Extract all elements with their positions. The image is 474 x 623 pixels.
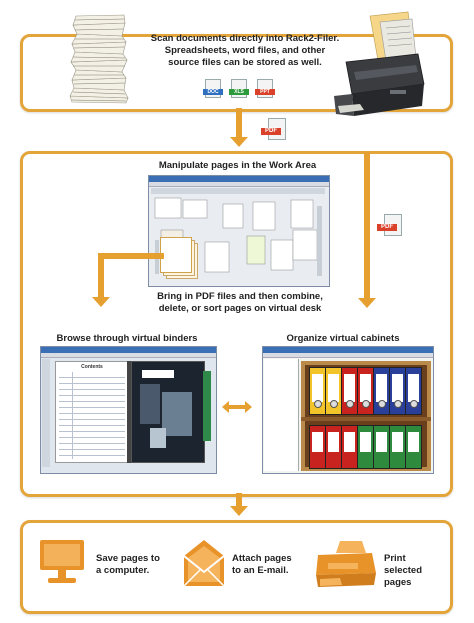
binder-6 (389, 367, 406, 415)
attach-pages-text: Attach pages to an E-mail. (232, 553, 312, 577)
arrow-pdf-to-cabinets (364, 152, 370, 299)
binder-11 (357, 425, 374, 469)
arrow-scan-to-workarea (236, 108, 242, 138)
scan-text-line-1: Scan documents directly into Rack2-Filer… (150, 33, 340, 44)
cabinet-menubar (263, 353, 433, 358)
binder-screenshot: Contents (40, 346, 217, 474)
binder-3 (341, 367, 358, 415)
selected-page-stack (160, 237, 198, 279)
save-pages-line-2: a computer. (96, 565, 150, 576)
cabinet-titlebar (263, 347, 433, 353)
printer-icon (314, 539, 378, 589)
save-pages-text: Save pages to a computer. (96, 553, 186, 577)
arrow-workarea-to-output-head (230, 506, 248, 516)
cabinet-screenshot (262, 346, 434, 474)
binders-title: Browse through virtual binders (56, 333, 198, 344)
workarea-titlebar (149, 176, 329, 182)
binder-titlebar (41, 347, 216, 353)
ppt-file-icon: PPT (255, 79, 275, 98)
binder-contents-label: Contents (81, 364, 103, 370)
binder-9 (325, 425, 342, 469)
pdf-tag-between: PDF (261, 128, 281, 135)
pdf-tag-right: PDF (377, 224, 397, 231)
binder-tabs (203, 371, 211, 441)
doc-file-tag: DOC (203, 89, 223, 95)
combine-text-line-1: Bring in PDF files and then combine, (157, 291, 323, 302)
binder-7 (405, 367, 422, 415)
binder-2 (325, 367, 342, 415)
cabinet-tree-pane (264, 359, 299, 471)
double-arrow (222, 400, 252, 413)
binder-13 (389, 425, 406, 469)
arrow-workarea-to-binders-v (98, 253, 104, 298)
arrow-workarea-to-output (236, 493, 242, 508)
computer-icon (40, 540, 84, 586)
email-envelope-icon (182, 538, 226, 588)
binder-5 (373, 367, 390, 415)
scan-description: Scan documents directly into Rack2-Filer… (150, 33, 340, 69)
cabinets-title: Organize virtual cabinets (286, 333, 400, 344)
binder-14 (405, 425, 422, 469)
binder-1 (309, 367, 326, 415)
save-pages-line-1: Save pages to (96, 553, 160, 564)
arrow-scan-to-workarea-head (230, 137, 248, 147)
workarea-toolbar (151, 188, 325, 194)
binder-left-toolbar (42, 359, 50, 467)
scan-text-line-3: source files can be stored as well. (168, 57, 322, 68)
binder-left-page: Contents (55, 361, 129, 463)
paper-stack-image (66, 12, 134, 104)
pdf-file-icon-right: PDF (377, 214, 402, 236)
binder-8 (309, 425, 326, 469)
binder-spine (127, 361, 131, 463)
doc-file-icon: DOC (203, 79, 223, 98)
output-panel (20, 520, 453, 614)
scanner-image (330, 10, 428, 120)
attach-pages-line-2: to an E-mail. (232, 565, 289, 576)
binder-12 (373, 425, 390, 469)
arrow-workarea-to-binders-head (92, 297, 110, 307)
scan-text-line-2: Spreadsheets, word files, and other (164, 45, 326, 56)
combine-description: Bring in PDF files and then combine, del… (145, 291, 335, 315)
combine-text-line-2: delete, or sort pages on virtual desk (158, 303, 322, 314)
xls-file-icon: XLS (229, 79, 249, 98)
print-pages-line-1: Print selected (384, 553, 423, 576)
binder-right-page (131, 361, 205, 463)
print-pages-line-2: pages (384, 577, 412, 588)
arrow-pdf-to-cabinets-head (358, 298, 376, 308)
arrow-workarea-to-binders-h (98, 253, 164, 259)
xls-file-tag: XLS (229, 89, 249, 95)
pdf-file-icon-between: PDF (261, 118, 286, 140)
attach-pages-line-1: Attach pages (232, 553, 292, 564)
ppt-file-tag: PPT (255, 89, 275, 95)
workarea-menubar (149, 182, 329, 187)
binder-4 (357, 367, 374, 415)
binder-menubar (41, 353, 216, 358)
print-pages-text: Print selected pages (384, 553, 446, 589)
binder-10 (341, 425, 358, 469)
workarea-title: Manipulate pages in the Work Area (158, 160, 317, 171)
